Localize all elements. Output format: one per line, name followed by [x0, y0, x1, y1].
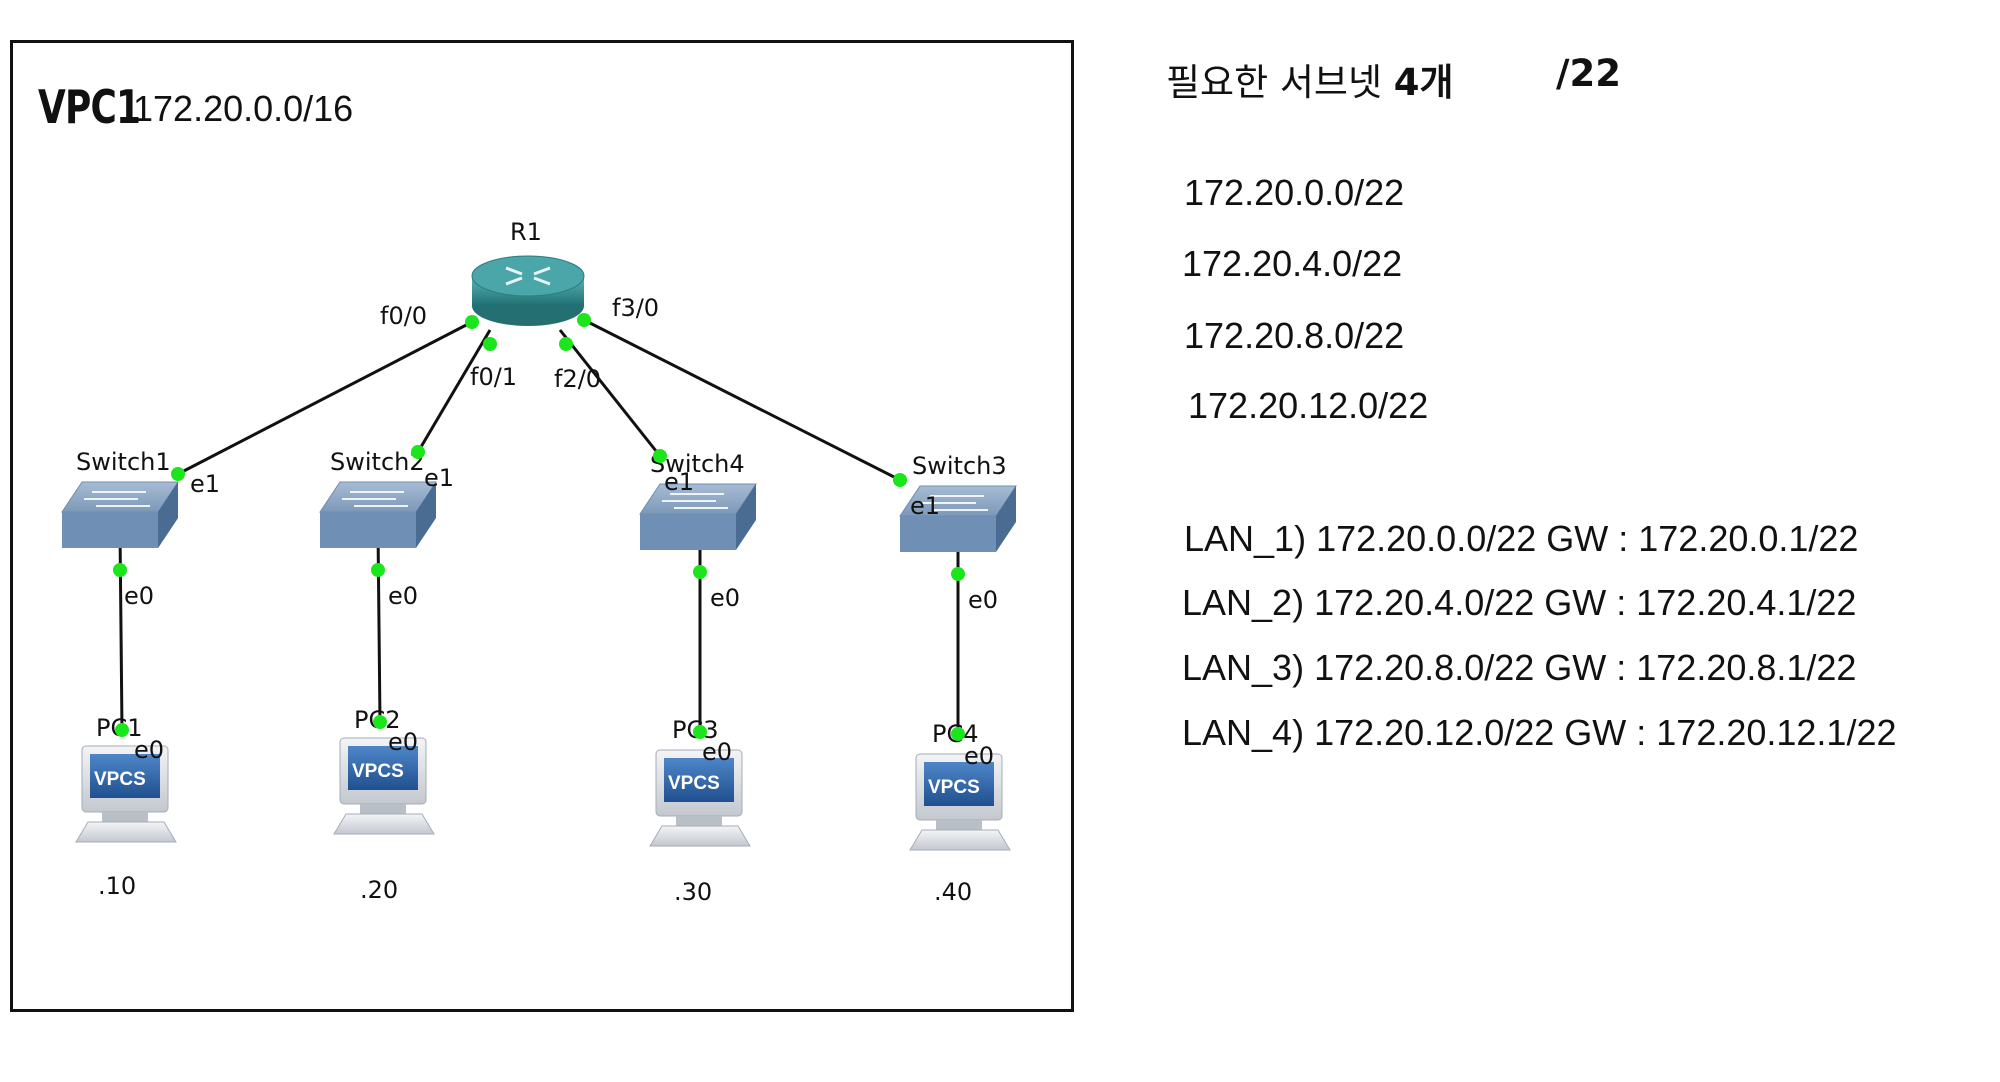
topology-diagram: R1 f0/0 f0/1 f2/0 f3/0 [61, 218, 1017, 906]
subnet-item: 172.20.12.0/22 [1188, 385, 1429, 426]
subnet-panel: 필요한 서브넷 4개 /22 172.20.0.0/22 172.20.4.0/… [1160, 0, 1980, 1082]
switch-arrows-icon [922, 495, 988, 511]
subnet-mask: /22 [1556, 52, 1622, 95]
switch-4[interactable] [639, 483, 757, 550]
subnet-item: 172.20.0.0/22 [1184, 172, 1405, 213]
link-switch1-pc1[interactable] [118, 529, 124, 731]
pc-2-badge: VPCS [352, 761, 404, 782]
lan-item: LAN_1) 172.20.0.0/22 GW : 172.20.0.1/22 [1184, 518, 1859, 559]
port-dot [951, 727, 965, 741]
link-switch2-pc2[interactable] [376, 529, 382, 723]
subnet-count: 4개 [1393, 61, 1454, 104]
subnet-heading: 필요한 서브넷 4개 /22 [1166, 52, 1621, 106]
port-dot [483, 337, 497, 351]
lan-item: LAN_4) 172.20.12.0/22 GW : 172.20.12.1/2… [1182, 712, 1897, 753]
router-r1-label: R1 [510, 218, 542, 246]
port-dot [693, 565, 707, 579]
pc-4-host: .40 [934, 878, 972, 906]
router-arrows-icon [505, 266, 551, 286]
port-dot [411, 445, 425, 459]
port-dot [577, 313, 591, 327]
vpc-title: VPC1 [38, 80, 141, 134]
subnet-heading-text: 필요한 서브넷 [1166, 61, 1383, 104]
switch-1[interactable] [61, 481, 179, 548]
switch-3-uplink-port: e1 [910, 492, 940, 520]
switch-1-label: Switch1 [76, 448, 171, 476]
link-r1-switch1[interactable] [177, 320, 473, 476]
pc-4-badge: VPCS [928, 777, 980, 798]
router-interface-f0-1: f0/1 [470, 363, 517, 391]
port-dot [373, 715, 387, 729]
switch-2-label: Switch2 [330, 448, 425, 476]
subnet-item: 172.20.4.0/22 [1182, 243, 1403, 284]
pc-3[interactable]: VPCS [649, 749, 751, 847]
link-r1-switch4[interactable] [558, 329, 662, 457]
switch-arrows-icon [662, 493, 728, 509]
router-interface-f0-0: f0/0 [380, 302, 427, 330]
port-dot [653, 449, 667, 463]
port-dot [693, 725, 707, 739]
port-dot [171, 467, 185, 481]
port-dot [893, 473, 907, 487]
switch-1-uplink-port: e1 [190, 470, 220, 498]
pc-3-badge: VPCS [668, 773, 720, 794]
router-r1[interactable]: R1 [471, 218, 585, 326]
port-dot [465, 315, 479, 329]
port-dot [113, 563, 127, 577]
pc-2-port: e0 [388, 728, 418, 756]
switch-3-label: Switch3 [912, 452, 1007, 480]
switch-4-downlink-port: e0 [710, 584, 740, 612]
pc-1-host: .10 [98, 872, 136, 900]
pc-4[interactable]: VPCS [909, 753, 1011, 851]
port-dot [371, 563, 385, 577]
switch-4-uplink-port: e1 [664, 468, 694, 496]
switch-2-downlink-port: e0 [388, 582, 418, 610]
pc-1-port: e0 [134, 736, 164, 764]
vpc-cidr: 172.20.0.0/16 [133, 88, 354, 129]
pc-3-port: e0 [702, 738, 732, 766]
pc-1-badge: VPCS [94, 769, 146, 790]
lan-item: LAN_2) 172.20.4.0/22 GW : 172.20.4.1/22 [1182, 582, 1857, 623]
switch-2-uplink-port: e1 [424, 464, 454, 492]
switch-arrows-icon [342, 491, 408, 507]
topology-frame [10, 40, 1074, 1012]
switch-3-downlink-port: e0 [968, 586, 998, 614]
switch-arrows-icon [84, 491, 150, 507]
switch-1-downlink-port: e0 [124, 582, 154, 610]
port-dot [115, 723, 129, 737]
pc-1[interactable]: VPCS [75, 745, 177, 843]
port-dot [951, 567, 965, 581]
router-interface-f3-0: f3/0 [612, 294, 659, 322]
port-dot [559, 337, 573, 351]
link-r1-switch3[interactable] [583, 318, 901, 482]
switch-2[interactable] [319, 481, 437, 548]
router-interface-f2-0: f2/0 [554, 365, 601, 393]
pc-2[interactable]: VPCS [333, 737, 435, 835]
pc-3-host: .30 [674, 878, 712, 906]
subnet-item: 172.20.8.0/22 [1184, 315, 1405, 356]
link-r1-switch2[interactable] [416, 329, 492, 453]
pc-4-port: e0 [964, 742, 994, 770]
port-dots [113, 313, 965, 741]
pc-2-host: .20 [360, 876, 398, 904]
switch-3[interactable] [899, 485, 1017, 552]
lan-item: LAN_3) 172.20.8.0/22 GW : 172.20.8.1/22 [1182, 647, 1857, 688]
links [118, 318, 960, 734]
